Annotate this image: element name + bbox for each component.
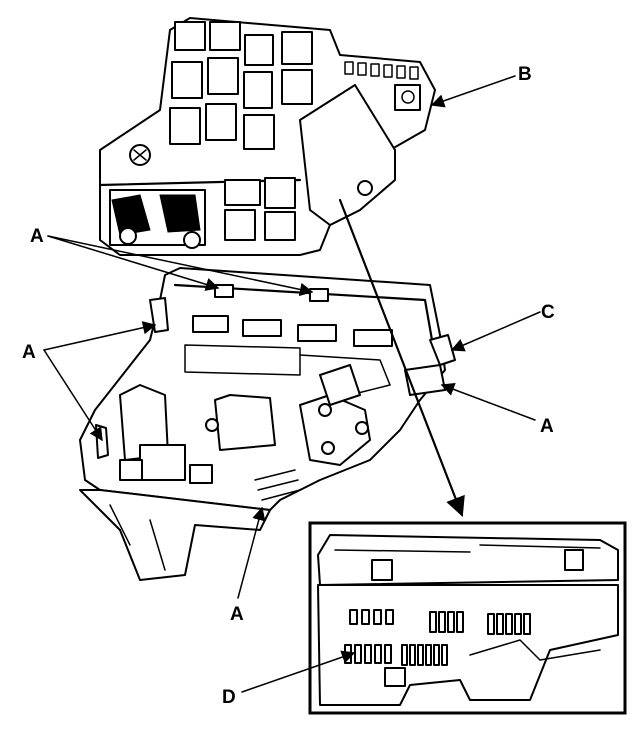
callout-d: D — [222, 687, 236, 708]
upper-relay-cover — [98, 17, 436, 256]
lower-fuse-box — [79, 267, 456, 581]
callout-b: B — [518, 64, 532, 85]
callout-a-bottom: A — [230, 604, 244, 625]
inset-fuse-pins — [344, 609, 531, 666]
callout-a-right: A — [540, 416, 554, 437]
callout-c: C — [541, 302, 555, 323]
callout-a-left: A — [22, 342, 36, 363]
leader-lines — [43, 75, 541, 693]
mini-fuse-row — [344, 61, 419, 80]
fuse-window-row — [192, 315, 393, 347]
callout-a-upper: A — [30, 226, 44, 247]
inset-detail — [308, 521, 627, 715]
